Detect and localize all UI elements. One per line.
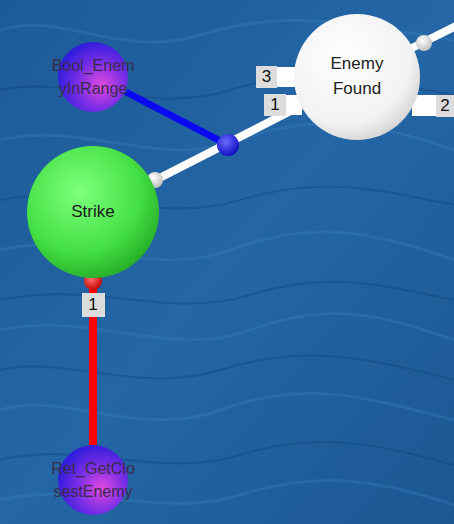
node-label: Strike bbox=[71, 200, 114, 225]
water-ripples-dark bbox=[0, 77, 454, 465]
sphere-node: Strike bbox=[27, 146, 159, 278]
node-label: Enemy Found bbox=[307, 52, 407, 101]
sphere-shape bbox=[39, 42, 147, 112]
sphere-fill bbox=[58, 445, 128, 515]
sphere-shape bbox=[39, 445, 147, 515]
sphere-node: Enemy Found bbox=[294, 14, 420, 140]
sphere-fill bbox=[27, 146, 159, 278]
node-label: Bool_Enem yInRange bbox=[43, 54, 143, 100]
port-number: 3 bbox=[256, 66, 277, 88]
port-number: 1 bbox=[82, 293, 105, 317]
node-label: Ret_GetClo sestEnemy bbox=[43, 457, 143, 503]
port-number: 1 bbox=[264, 94, 286, 116]
port-bar bbox=[412, 95, 454, 116]
condition-link bbox=[126, 92, 228, 145]
port-number: 2 bbox=[436, 95, 454, 117]
sphere-fill bbox=[58, 42, 128, 112]
sphere-node: Ret_GetClo sestEnemy bbox=[39, 445, 147, 515]
sphere-shape bbox=[294, 14, 420, 140]
sphere-fill bbox=[294, 14, 420, 140]
junction-dot bbox=[217, 134, 239, 156]
port-knob bbox=[416, 35, 432, 51]
sphere-node: Bool_Enem yInRange bbox=[39, 42, 147, 112]
